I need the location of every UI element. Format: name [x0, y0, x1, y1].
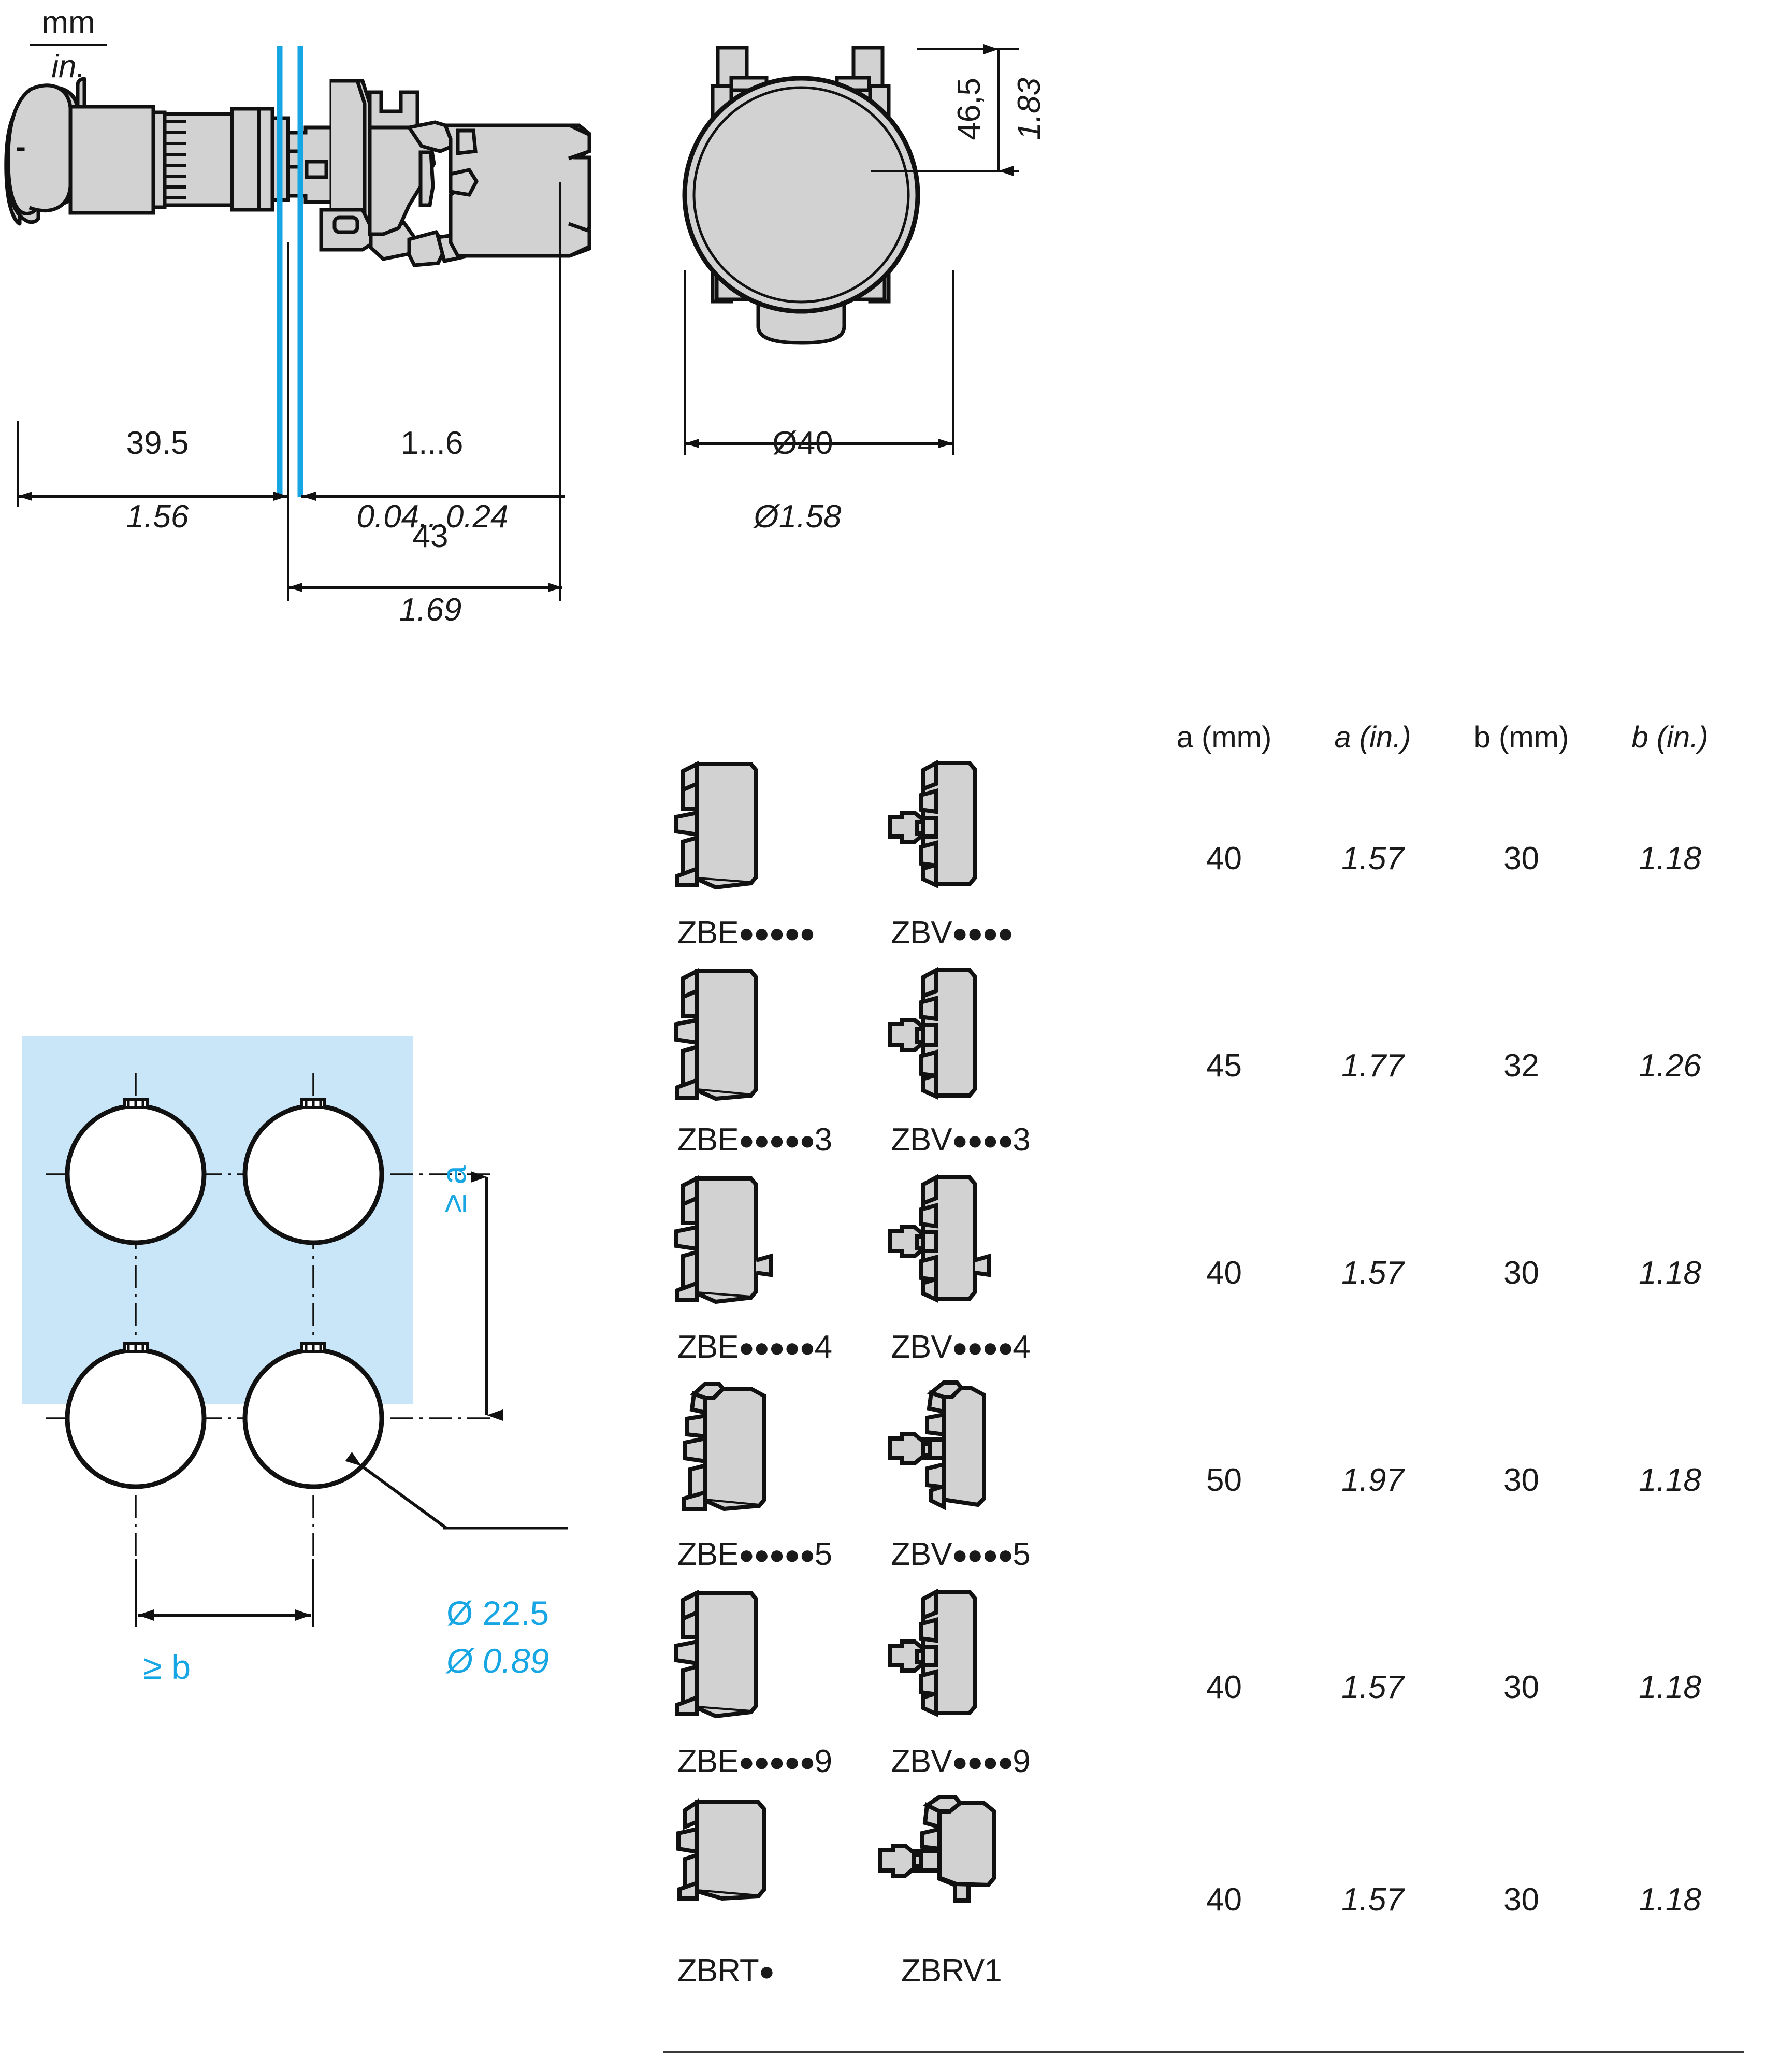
dim-depth-behind-mm: 43 [412, 519, 449, 554]
part-code-right: ZBV●●●●3 [891, 1122, 1031, 1158]
part-code-labels: ZBE●●●●●5 ZBV●●●●5 [663, 1536, 1150, 1577]
panel-vertical-spacing-label: ≥ a [435, 1166, 473, 1213]
part-figures [663, 1588, 1150, 1743]
part-code-labels: ZBE●●●●●3 ZBV●●●●3 [663, 1121, 1150, 1163]
part-code-right: ZBV●●●●4 [891, 1329, 1031, 1365]
panel-horizontal-spacing-label: ≥ b [143, 1648, 191, 1686]
figure-zbv-block [887, 1380, 1006, 1510]
figure-zbrv1-block [877, 1795, 1017, 1909]
units-legend-mm: mm [41, 5, 95, 40]
table-row: ZBE●●●●●9 ZBV●●●●9 40 1.57 30 1.18 [663, 1584, 1744, 1791]
th-part [663, 720, 1150, 755]
cell-b-in: 1.18 [1639, 1669, 1701, 1705]
figure-zbv-block [887, 1588, 1001, 1718]
table-row: ZBRT● ZBRV1 40 1.57 30 1.18 [663, 1791, 1744, 2008]
table-row: ZBE●●●●●3 ZBV●●●●3 45 1.77 32 1.26 [663, 962, 1744, 1169]
table-row: ZBE●●●●●5 ZBV●●●●5 50 1.97 30 1.18 [663, 1376, 1744, 1584]
dim-depth-behind-in: 1.69 [399, 592, 462, 628]
cell-b-mm: 30 [1503, 1255, 1539, 1291]
cell-a-in: 1.77 [1341, 1047, 1404, 1084]
units-legend-divider [30, 44, 107, 46]
part-figure-cell: ZBE●●●●●3 ZBV●●●●3 [663, 962, 1150, 1169]
figure-zbrt-block [673, 1795, 803, 1909]
part-code-right: ZBRV1 [901, 1953, 1002, 1989]
dim-head-diameter-in: Ø1.58 [754, 499, 842, 535]
part-code-left: ZBE●●●●●4 [677, 1329, 832, 1365]
table-bottom-rule [663, 2051, 1744, 2053]
front-view-drawing [647, 36, 1041, 471]
part-figure-cell: ZBE●●●●●4 ZBV●●●●4 [663, 1169, 1150, 1376]
figure-zbv-block [887, 966, 1001, 1101]
dim-depth-front-mm: 39.5 [126, 425, 189, 461]
cell-a-mm: 40 [1206, 1881, 1242, 1918]
cell-b-mm: 30 [1503, 1881, 1539, 1918]
cell-b-mm: 30 [1503, 1669, 1539, 1705]
part-code-labels: ZBE●●●●●4 ZBV●●●●4 [663, 1329, 1150, 1370]
cell-a-mm: 50 [1206, 1462, 1242, 1498]
panel-cutout-drawing [0, 1010, 611, 1746]
figure-zbe-block [673, 1380, 792, 1512]
th-b-mm: b (mm) [1473, 721, 1569, 754]
side-view-drawing [0, 31, 611, 653]
cell-a-mm: 40 [1206, 1255, 1242, 1291]
part-code-left: ZBE●●●●●3 [677, 1122, 832, 1158]
cell-a-mm: 45 [1206, 1047, 1242, 1084]
cell-b-in: 1.18 [1639, 1462, 1701, 1498]
cell-b-in: 1.18 [1639, 1255, 1701, 1291]
figure-zbv-block [887, 759, 1001, 889]
part-figure-cell: ZBE●●●●●5 ZBV●●●●5 [663, 1376, 1150, 1584]
cell-b-in: 1.18 [1639, 1881, 1701, 1918]
part-code-right: ZBV●●●●9 [891, 1744, 1031, 1779]
part-code-left: ZBE●●●●● [677, 915, 816, 951]
part-figures [663, 1380, 1150, 1536]
part-figure-cell: ZBRT● ZBRV1 [663, 1791, 1150, 2008]
th-a-in: a (in.) [1334, 721, 1411, 754]
cell-a-in: 1.57 [1341, 840, 1404, 876]
part-figures [663, 759, 1150, 914]
figure-zbv-block [887, 1173, 1001, 1303]
part-figure-cell: ZBE●●●●● ZBV●●●● [663, 755, 1150, 962]
cell-b-in: 1.18 [1639, 840, 1701, 876]
part-code-labels: ZBRT● ZBRV1 [663, 1952, 1150, 1994]
part-code-labels: ZBE●●●●●9 ZBV●●●●9 [663, 1743, 1150, 1785]
cell-a-in: 1.57 [1341, 1669, 1404, 1705]
contact-block-spec-table: a (mm) a (in.) b (mm) b (in.) [663, 720, 1744, 2008]
part-code-left: ZBE●●●●●9 [677, 1744, 832, 1779]
cell-a-in: 1.97 [1341, 1462, 1404, 1498]
figure-zbe-block [673, 1173, 787, 1304]
cell-b-mm: 32 [1503, 1047, 1539, 1084]
figure-zbe-block [673, 1588, 787, 1719]
table-row: ZBE●●●●● ZBV●●●● 40 1.57 30 1.18 [663, 755, 1744, 962]
part-figures [663, 1795, 1150, 1950]
part-code-right: ZBV●●●● [891, 915, 1014, 951]
dim-panel-thickness-mm: 1...6 [400, 425, 464, 461]
table-header-row: a (mm) a (in.) b (mm) b (in.) [663, 720, 1744, 755]
dim-panel-thickness-in: 0.04...0.24 [356, 499, 509, 535]
cell-a-in: 1.57 [1341, 1881, 1404, 1918]
part-figure-cell: ZBE●●●●●9 ZBV●●●●9 [663, 1584, 1150, 1791]
cell-a-mm: 40 [1206, 1669, 1242, 1705]
table-row: ZBE●●●●●4 ZBV●●●●4 40 1.57 30 1.18 [663, 1169, 1744, 1376]
part-code-left: ZBE●●●●●5 [677, 1536, 832, 1572]
cell-b-mm: 30 [1503, 1462, 1539, 1498]
th-b-in: b (in.) [1631, 721, 1709, 754]
figure-zbe-block [673, 759, 787, 890]
cell-a-in: 1.57 [1341, 1255, 1404, 1291]
dim-head-diameter-mm: Ø40 [772, 425, 833, 461]
cell-b-mm: 30 [1503, 840, 1539, 876]
part-figures [663, 966, 1150, 1121]
dim-depth-front-in: 1.56 [126, 499, 189, 535]
cell-a-mm: 40 [1206, 840, 1242, 876]
part-figures [663, 1173, 1150, 1329]
panel-hole-diameter-in: Ø 0.89 [446, 1642, 549, 1680]
figure-zbe-block [673, 966, 787, 1101]
cell-b-in: 1.26 [1639, 1047, 1701, 1084]
part-code-left: ZBRT● [677, 1953, 775, 1989]
part-code-labels: ZBE●●●●● ZBV●●●● [663, 914, 1150, 956]
dim-front-height-mm: 46,5 [951, 78, 987, 140]
part-code-right: ZBV●●●●5 [891, 1536, 1031, 1572]
panel-hole-diameter-mm: Ø 22.5 [446, 1594, 549, 1632]
dim-front-height-in: 1.83 [1011, 78, 1047, 140]
th-a-mm: a (mm) [1176, 721, 1272, 754]
